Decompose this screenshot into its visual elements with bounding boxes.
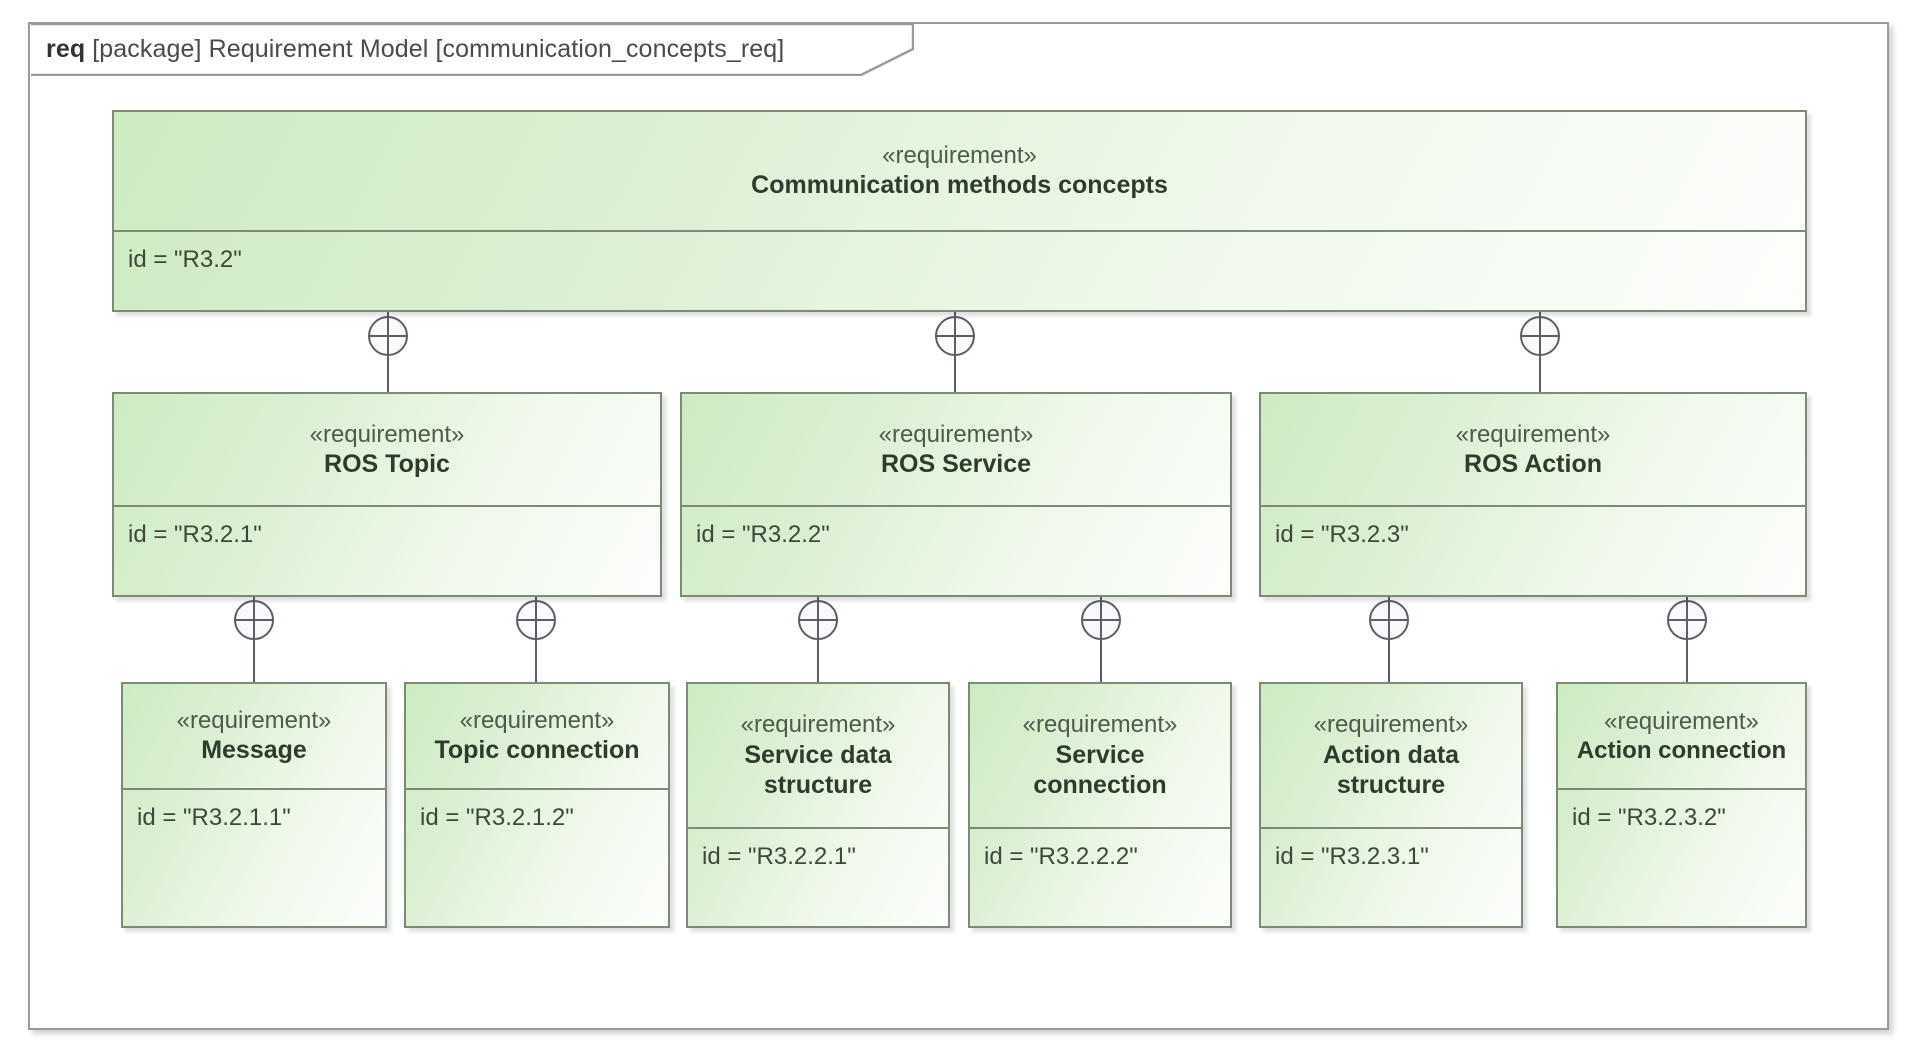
requirement-id-compartment: id = "R3.2.1.1" — [123, 790, 385, 832]
connector-root-to-service-lower — [954, 355, 956, 393]
stereotype-label: «requirement» — [1455, 420, 1611, 448]
requirement-name-compartment: «requirement» Action connection — [1558, 684, 1805, 790]
requirement-name-compartment: «requirement» Service connection — [970, 684, 1230, 829]
requirement-id-value: id = "R3.2.2" — [696, 521, 830, 548]
requirement-block-service-connection[interactable]: «requirement» Service connection id = "R… — [968, 682, 1232, 928]
requirement-id-value: id = "R3.2.1" — [128, 521, 262, 548]
requirement-title: Topic connection — [434, 736, 640, 765]
containment-marker-root-topic — [368, 316, 408, 356]
connector-root-to-topic-lower — [387, 355, 389, 393]
requirement-block-communication-methods-concepts[interactable]: «requirement» Communication methods conc… — [112, 110, 1807, 312]
requirement-title-line-2: structure — [763, 771, 873, 800]
requirement-name-compartment: «requirement» Communication methods conc… — [114, 112, 1805, 232]
stereotype-label: «requirement» — [1604, 707, 1759, 735]
diagram-header-rest: [package] Requirement Model [communicati… — [92, 34, 785, 63]
connector-root-to-service-upper — [954, 312, 956, 318]
requirement-title: Action connection — [1576, 737, 1787, 764]
connector-topic-to-topic-connection-upper — [535, 597, 537, 601]
requirement-title: ROS Topic — [324, 449, 450, 478]
connector-service-to-connection-upper — [1100, 597, 1102, 601]
stereotype-label: «requirement» — [309, 420, 465, 448]
requirement-block-action-connection[interactable]: «requirement» Action connection id = "R3… — [1556, 682, 1807, 928]
requirement-id-compartment: id = "R3.2.2.1" — [688, 829, 948, 871]
requirement-id-value: id = "R3.2.2.2" — [984, 843, 1138, 870]
requirement-name-compartment: «requirement» ROS Action — [1261, 394, 1805, 507]
requirement-block-ros-service[interactable]: «requirement» ROS Service id = "R3.2.2" — [680, 392, 1232, 597]
requirement-id-value: id = "R3.2.1.2" — [420, 804, 574, 831]
requirement-title-line-1: Action data — [1322, 740, 1460, 769]
requirement-block-topic-connection[interactable]: «requirement» Topic connection id = "R3.… — [404, 682, 670, 928]
containment-marker-action-connection — [1667, 600, 1707, 640]
connector-action-to-connection-lower — [1686, 639, 1688, 683]
diagram-kind-keyword: req — [46, 34, 86, 63]
requirement-title-line-1: Service — [1055, 740, 1145, 769]
requirement-name-compartment: «requirement» Message — [123, 684, 385, 790]
containment-marker-service-connection — [1081, 600, 1121, 640]
requirement-id-value: id = "R3.2.3" — [1275, 521, 1409, 548]
connector-service-to-datastructure-lower — [817, 639, 819, 683]
requirement-title: Message — [201, 736, 307, 765]
stereotype-label: «requirement» — [882, 142, 1037, 170]
requirement-id-compartment: id = "R3.2.3.1" — [1261, 829, 1521, 871]
requirement-id-compartment: id = "R3.2.1.2" — [406, 790, 668, 832]
requirement-title: ROS Service — [880, 449, 1032, 478]
connector-root-to-action-upper — [1539, 312, 1541, 318]
stereotype-label: «requirement» — [740, 711, 896, 739]
containment-marker-topic-topicconnection — [516, 600, 556, 640]
requirement-name-compartment: «requirement» Action data structure — [1261, 684, 1521, 829]
connector-action-to-datastructure-lower — [1388, 639, 1390, 683]
connector-service-to-datastructure-upper — [817, 597, 819, 601]
containment-marker-action-datastructure — [1369, 600, 1409, 640]
requirement-name-compartment: «requirement» ROS Topic — [114, 394, 660, 507]
connector-topic-to-message-upper — [253, 597, 255, 601]
connector-topic-to-message-lower — [253, 639, 255, 683]
requirement-id-compartment: id = "R3.2.3.2" — [1558, 790, 1805, 832]
requirement-block-service-data-structure[interactable]: «requirement» Service data structure id … — [686, 682, 950, 928]
stereotype-label: «requirement» — [176, 707, 332, 735]
connector-topic-to-topic-connection-lower — [535, 639, 537, 683]
containment-marker-topic-message — [234, 600, 274, 640]
requirement-id-compartment: id = "R3.2.3" — [1261, 507, 1805, 549]
requirement-block-message[interactable]: «requirement» Message id = "R3.2.1.1" — [121, 682, 387, 928]
requirement-id-compartment: id = "R3.2.2.2" — [970, 829, 1230, 871]
stereotype-label: «requirement» — [1313, 711, 1469, 739]
requirement-block-ros-action[interactable]: «requirement» ROS Action id = "R3.2.3" — [1259, 392, 1807, 597]
requirement-id-value: id = "R3.2.1.1" — [137, 804, 291, 831]
requirement-id-compartment: id = "R3.2" — [114, 232, 1805, 274]
requirement-block-action-data-structure[interactable]: «requirement» Action data structure id =… — [1259, 682, 1523, 928]
requirement-title: ROS Action — [1464, 449, 1602, 478]
requirement-title-line-2: structure — [1336, 771, 1446, 800]
requirement-name-compartment: «requirement» ROS Service — [682, 394, 1230, 507]
requirement-name-compartment: «requirement» Service data structure — [688, 684, 948, 829]
diagram-header-label: req [package] Requirement Model [communi… — [46, 24, 784, 74]
connector-service-to-connection-lower — [1100, 639, 1102, 683]
requirement-title: Communication methods concepts — [751, 171, 1168, 200]
stereotype-label: «requirement» — [878, 420, 1034, 448]
connector-action-to-datastructure-upper — [1388, 597, 1390, 601]
containment-marker-service-datastructure — [798, 600, 838, 640]
requirement-title-line-1: Service data — [744, 740, 892, 769]
connector-root-to-action-lower — [1539, 355, 1541, 393]
requirement-id-value: id = "R3.2.3.2" — [1572, 804, 1726, 831]
requirement-id-value: id = "R3.2" — [128, 246, 242, 273]
requirement-id-compartment: id = "R3.2.2" — [682, 507, 1230, 549]
requirement-id-value: id = "R3.2.2.1" — [702, 843, 856, 870]
requirement-id-compartment: id = "R3.2.1" — [114, 507, 660, 549]
containment-marker-root-service — [935, 316, 975, 356]
connector-root-to-topic-upper — [387, 312, 389, 318]
requirement-name-compartment: «requirement» Topic connection — [406, 684, 668, 790]
requirement-id-value: id = "R3.2.3.1" — [1275, 843, 1429, 870]
requirement-block-ros-topic[interactable]: «requirement» ROS Topic id = "R3.2.1" — [112, 392, 662, 597]
stereotype-label: «requirement» — [1022, 711, 1178, 739]
stereotype-label: «requirement» — [459, 707, 615, 735]
requirement-title-line-2: connection — [1033, 771, 1167, 800]
connector-action-to-connection-upper — [1686, 597, 1688, 601]
containment-marker-root-action — [1520, 316, 1560, 356]
